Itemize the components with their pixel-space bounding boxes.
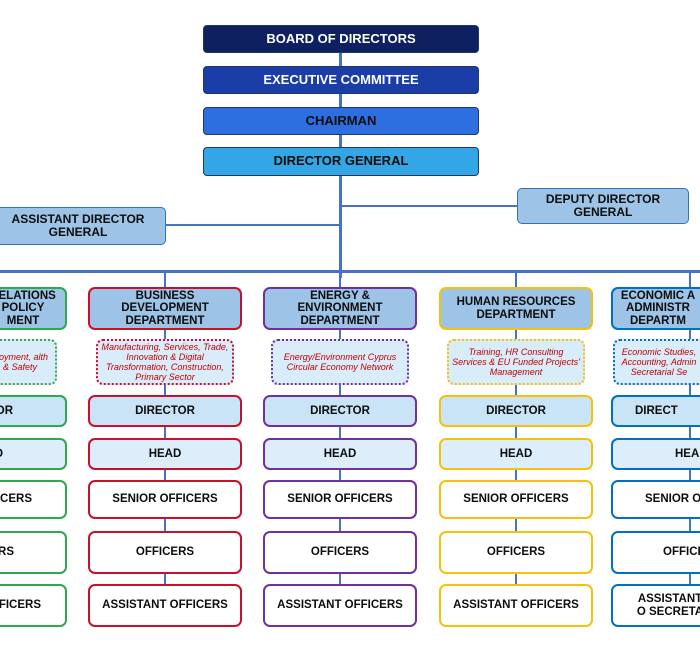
dept-drop-line (689, 272, 691, 288)
role-label: OFFICE (663, 546, 700, 559)
department-description-text: Economic Studies, Accounting, Admin Secr… (621, 346, 697, 378)
role-box-senior-officers: FICERS (0, 480, 67, 519)
board-label: BOARD OF DIRECTORS (266, 30, 416, 46)
department-box: ECONOMIC A ADMINISTR DEPARTM (611, 287, 700, 330)
role-box-head: HEAD (439, 438, 593, 470)
role-box-officers: RS (0, 531, 67, 574)
role-box-assistant-officers: ASSISTANT OFFICERS (88, 584, 242, 627)
role-box-senior-officers: SENIOR OF (611, 480, 700, 519)
department-bus-line (0, 270, 700, 273)
department-box: HUMAN RESOURCES DEPARTMENT (439, 287, 593, 330)
role-box-assistant-officers: OFFICERS (0, 584, 67, 627)
role-label: ASSISTANT OFFICERS (453, 599, 579, 612)
role-label: FICERS (0, 493, 32, 506)
department-name: HUMAN RESOURCES DEPARTMENT (456, 295, 576, 321)
role-box-assistant-officers: ASSISTANT OFFICERS (263, 584, 417, 627)
department-box: BUSINESS DEVELOPMENT DEPARTMENT (88, 287, 242, 330)
department-name: BUSINESS DEVELOPMENT DEPARTMENT (121, 289, 209, 327)
role-label: ASSISTANT OFFICERS (102, 599, 228, 612)
role-label: DIRECTOR (135, 404, 195, 417)
role-box-assistant-officers: ASSISTANT O SECRETA (611, 584, 700, 627)
role-box-officers: OFFICE (611, 531, 700, 574)
role-label: ASSISTANT O SECRETA (636, 592, 700, 618)
role-box-head: HEAD (88, 438, 242, 470)
department-description-text: Energy/Environment Cyprus Circular Econo… (283, 351, 397, 372)
department-description: Energy/Environment Cyprus Circular Econo… (271, 339, 409, 385)
role-box-director: DIRECT (611, 395, 700, 427)
role-box-head: HEAD (263, 438, 417, 470)
department-description: Economic Studies, Accounting, Admin Secr… (613, 339, 700, 385)
department-name: ECONOMIC A ADMINISTR DEPARTM (620, 289, 696, 327)
department-description-text: Manufacturing, Services, Trade, Innovati… (101, 341, 229, 383)
role-box-director: OR (0, 395, 67, 427)
role-box-head: HEAD (611, 438, 700, 470)
role-label: DIRECT (635, 404, 678, 417)
role-label: OFFICERS (310, 546, 370, 559)
director-general-box: DIRECTOR GENERAL (203, 147, 479, 176)
deputy-connector (340, 205, 517, 207)
role-box-director: DIRECTOR (439, 395, 593, 427)
assistant-director-general-box: ASSISTANT DIRECTOR GENERAL (0, 207, 166, 245)
role-box-senior-officers: SENIOR OFFICERS (263, 480, 417, 519)
role-label: HEAD (675, 447, 700, 460)
role-box-assistant-officers: ASSISTANT OFFICERS (439, 584, 593, 627)
role-label: ASSISTANT OFFICERS (277, 599, 403, 612)
department-description: Training, HR Consulting Services & EU Fu… (447, 339, 585, 385)
role-label: OFFICERS (0, 599, 41, 612)
department-box: RELATIONS POLICY MENT (0, 287, 67, 330)
deputy-director-general-box: DEPUTY DIRECTOR GENERAL (517, 188, 689, 224)
role-box-head: D (0, 438, 67, 470)
role-label: SENIOR OFFICERS (112, 493, 218, 506)
dept-drop-line (164, 272, 166, 288)
deputy-label: DEPUTY DIRECTOR GENERAL (545, 191, 661, 219)
role-label: HEAD (499, 447, 533, 460)
chairman-label: CHAIRMAN (305, 112, 377, 128)
role-label: D (0, 448, 3, 461)
role-label: OFFICERS (486, 546, 546, 559)
department-box: ENERGY & ENVIRONMENT DEPARTMENT (263, 287, 417, 330)
department-name: RELATIONS POLICY MENT (0, 289, 56, 327)
executive-committee-box: EXECUTIVE COMMITTEE (203, 66, 479, 94)
department-description: Manufacturing, Services, Trade, Innovati… (96, 339, 234, 385)
board-of-directors-box: BOARD OF DIRECTORS (203, 25, 479, 53)
department-name: ENERGY & ENVIRONMENT DEPARTMENT (297, 289, 383, 327)
role-label: RS (0, 546, 14, 559)
department-description-text: ployment, alth & Safety (0, 351, 49, 372)
role-box-officers: OFFICERS (88, 531, 242, 574)
dept-drop-line (515, 272, 517, 288)
chairman-box: CHAIRMAN (203, 107, 479, 135)
department-description-text: Training, HR Consulting Services & EU Fu… (452, 346, 580, 378)
role-box-senior-officers: SENIOR OFFICERS (88, 480, 242, 519)
role-label: HEAD (148, 447, 182, 460)
role-label: DIRECTOR (486, 404, 546, 417)
assistant-connector (166, 224, 340, 226)
role-label: HEAD (323, 447, 357, 460)
role-label: OR (0, 404, 13, 417)
dept-drop-line (339, 272, 341, 288)
role-label: SENIOR OFFICERS (463, 493, 569, 506)
role-label: DIRECTOR (310, 404, 370, 417)
role-label: OFFICERS (135, 546, 195, 559)
role-label: SENIOR OFFICERS (287, 493, 393, 506)
department-description: ployment, alth & Safety (0, 339, 57, 385)
assistant-label: ASSISTANT DIRECTOR GENERAL (11, 211, 145, 239)
executive-label: EXECUTIVE COMMITTEE (263, 71, 419, 87)
director-general-label: DIRECTOR GENERAL (273, 153, 409, 169)
role-box-officers: OFFICERS (439, 531, 593, 574)
role-box-director: DIRECTOR (88, 395, 242, 427)
role-box-senior-officers: SENIOR OFFICERS (439, 480, 593, 519)
role-box-director: DIRECTOR (263, 395, 417, 427)
role-label: SENIOR OF (645, 493, 700, 506)
role-box-officers: OFFICERS (263, 531, 417, 574)
